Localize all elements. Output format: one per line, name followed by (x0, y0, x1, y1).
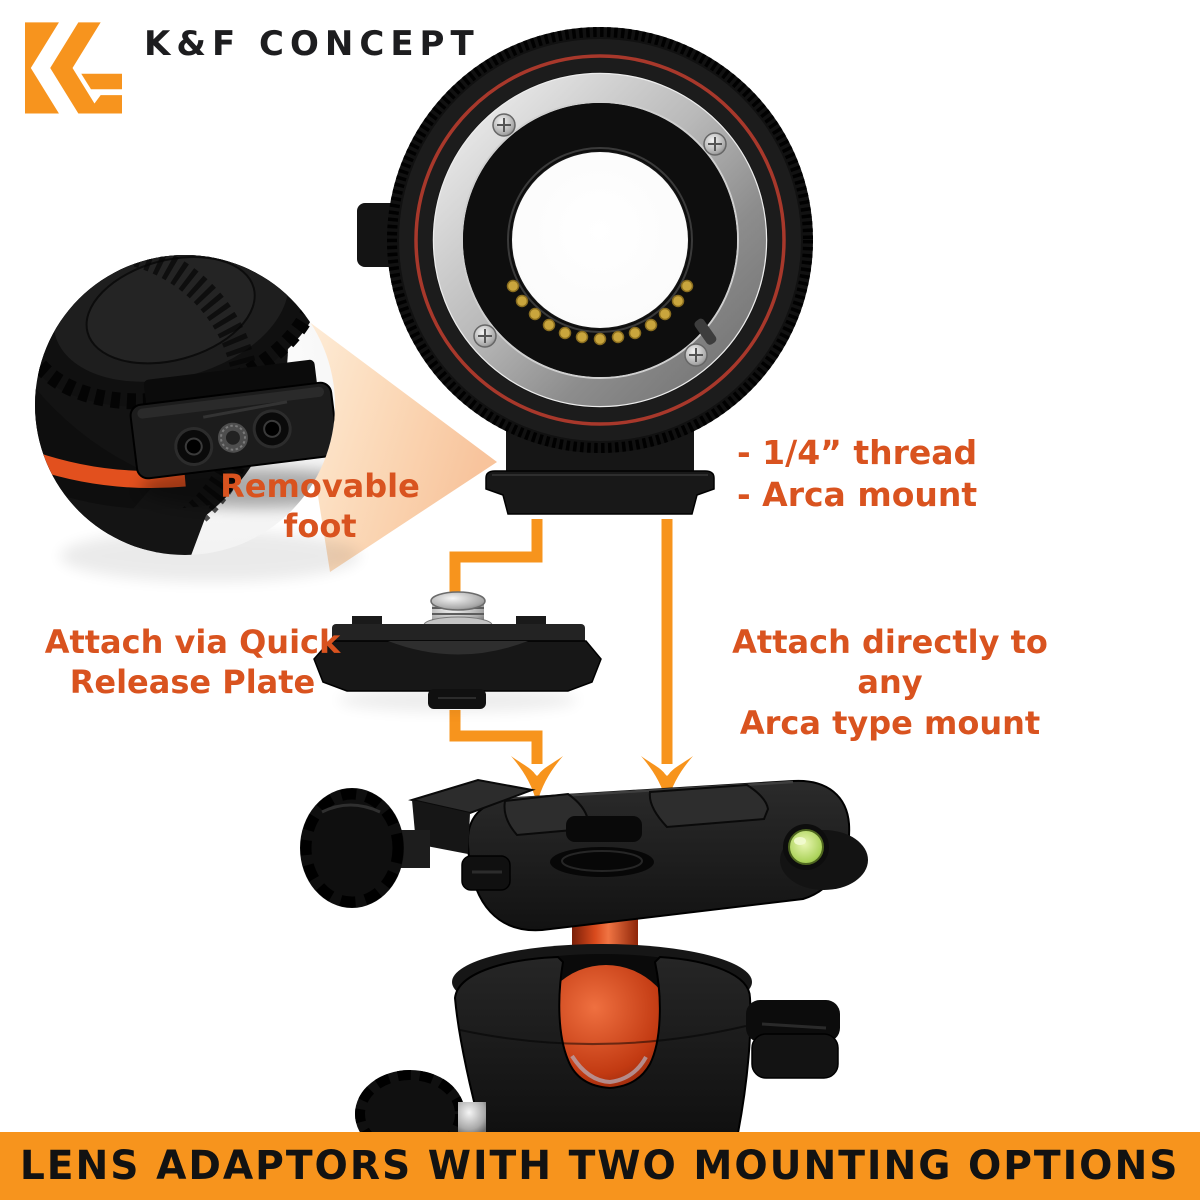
bottom-banner: LENS ADAPTORS WITH TWO MOUNTING OPTIONS (0, 1132, 1200, 1200)
label-line: Arca type mount (739, 703, 1041, 742)
label-line: Release Plate (69, 663, 316, 702)
foot-plate-detail (129, 359, 335, 480)
arca-clamp (300, 778, 868, 932)
quick-release-plate (313, 591, 602, 712)
label-line: foot (283, 507, 357, 546)
banner-text: LENS ADAPTORS WITH TWO MOUNTING OPTIONS (20, 1143, 1180, 1189)
clamp-knob (300, 778, 536, 908)
highlight-beam (288, 306, 497, 572)
label-line: Removable (220, 467, 420, 505)
lock-lever (746, 1000, 840, 1079)
label-mount-features: - 1/4” thread - Arca mount (737, 432, 977, 515)
label-line: Attach via Quick (44, 623, 341, 661)
tripod-ball-head (300, 778, 868, 1158)
brand-name: K&F CONCEPT (144, 24, 480, 64)
kf-logo-icon (25, 22, 122, 114)
label-line: - Arca mount (737, 474, 978, 514)
connector-plate-down (449, 710, 543, 764)
label-line: - 1/4” thread (737, 433, 978, 472)
electronic-contacts (506, 279, 694, 346)
adapter-foot (485, 470, 715, 515)
red-accent-ring (414, 54, 786, 426)
orange-flow-arrows (449, 519, 673, 764)
lens-adapter-rear-view (357, 27, 813, 515)
arrowheads (511, 756, 693, 804)
label-quick-release: Attach via Quick Release Plate (40, 622, 345, 703)
brand-header: K&F CONCEPT (25, 16, 480, 116)
lens-opening (512, 152, 688, 328)
label-removable-foot: Removable foot (195, 466, 445, 547)
ball-head-body (453, 955, 752, 1134)
label-direct-mount: Attach directly to any Arca type mount (695, 622, 1085, 743)
connector-left (449, 519, 543, 592)
bubble-level (780, 824, 868, 890)
mount-screws (473, 113, 727, 367)
label-line: Attach directly to any (732, 623, 1048, 702)
